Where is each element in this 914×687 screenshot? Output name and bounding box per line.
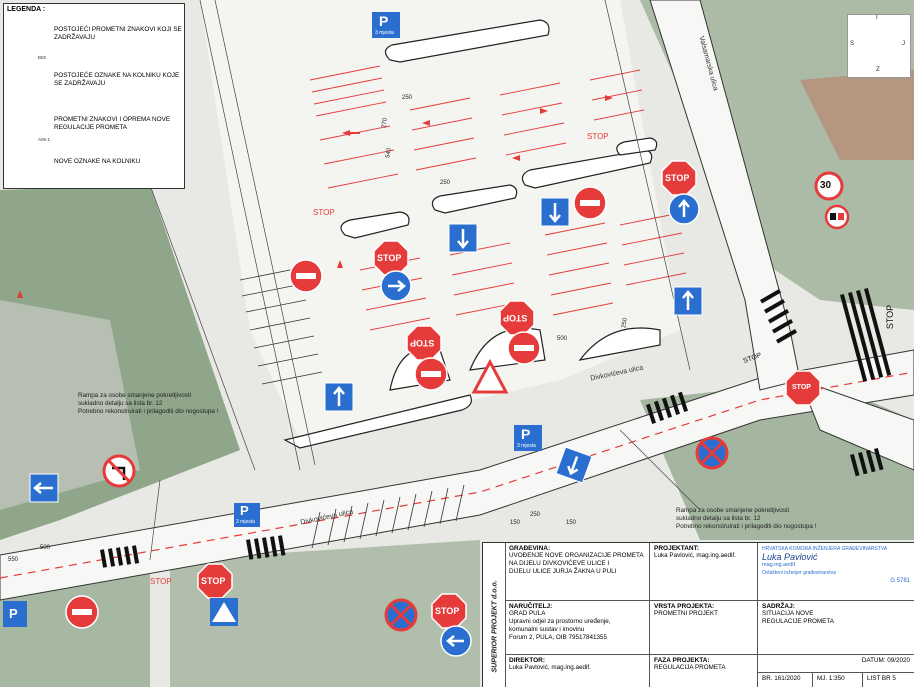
warning-sign (471, 358, 509, 394)
no-entry-sign-1 (289, 259, 323, 293)
parking-sign-3 (234, 503, 260, 527)
cell-br: BR. 161/2020 (758, 673, 813, 687)
dim-250-a: 250 (402, 95, 413, 101)
company-logo: SUPERIOR PROJEKT d.o.o. (483, 543, 506, 687)
cell-sadrzaj: SADRŽAJ: SITUACIJA NOVE REGULACIJE PROME… (758, 601, 914, 655)
parking-letter-4: P (9, 606, 18, 621)
no-entry-sign-3 (414, 357, 448, 391)
blue-direction-sign-2 (667, 192, 701, 226)
dim-550: 550 (8, 557, 19, 563)
ramp-note-left: Rampa za osobe smanjene pokretljivosti s… (78, 392, 219, 415)
cell-mj: MJ. 1:350 (813, 673, 863, 687)
dim-250-c: 250 (530, 512, 541, 518)
legend-code-3: A05-1 (38, 137, 51, 142)
no-entry-sign-5 (65, 595, 99, 629)
parking-islands (283, 19, 661, 449)
road-stop-marking-1: STOP (313, 208, 335, 217)
blue-direction-sign-1 (379, 269, 413, 303)
cell-stamp: HRVATSKA KOMORA INŽENJERA GRAĐEVINARSTVA… (758, 543, 914, 601)
road-divkoviceva (0, 349, 914, 601)
parking-sign-2 (514, 425, 542, 451)
legend-item-3: PROMETNI ZNAKOVI I OPREMA NOVE REGULACIJ… (54, 116, 171, 131)
cell-direktor: DIREKTOR: Luka Pavlović, mag.ing.aedif. (505, 655, 650, 687)
cell-gradevina: GRAĐEVINA: UVOĐENJE NOVE ORGANIZACIJE PR… (505, 543, 650, 601)
road-stop-marking-2: STOP (587, 132, 609, 141)
legend-item-2: POSTOJEĆE OZNAKE NA KOLNIKU KOJE SE ZADR… (54, 72, 180, 87)
dim-500: 500 (40, 545, 51, 551)
stop-text-2: STOP (410, 338, 435, 348)
parking-letter-3: P (240, 503, 249, 518)
ramp-note-right: Rampa za osobe smanjene pokretljivosti s… (676, 507, 817, 530)
compass-n: I (876, 15, 878, 21)
compass-s: S (850, 41, 855, 47)
blue-direction-sign-3 (439, 624, 473, 658)
no-stopping-sign-2 (384, 598, 418, 632)
legend-box: LEGENDA : POSTOJEĆI PROMETNI ZNAKOVI KOJ… (3, 3, 185, 189)
parking-places-2: 3 mjesta (517, 443, 536, 449)
legend-code-1: B02 (38, 55, 47, 60)
legend-item-4: NOVE OZNAKE NA KOLNIKU (54, 158, 141, 165)
parking-letter-2: P (521, 426, 531, 442)
stop-text-6: STOP (435, 606, 460, 616)
dim-500-b: 500 (557, 336, 568, 342)
title-block: SUPERIOR PROJEKT d.o.o. GRAĐEVINA: UVOĐE… (482, 542, 914, 687)
one-way-sign-5 (28, 472, 60, 504)
cell-faza: FAZA PROJEKTA: REGULACIJA PROMETA (650, 655, 758, 687)
one-way-sign-4 (672, 285, 704, 317)
parking-places-1: 3 mjesta (375, 30, 394, 36)
speed-limit-sign (814, 171, 844, 201)
centre-line (0, 371, 914, 579)
stop-text-3: STOP (503, 313, 528, 323)
building-roof (800, 70, 914, 160)
cell-projektant: PROJEKTANT: Luka Pavlović, mag.ing.aedif… (650, 543, 758, 601)
speed-limit-text: 30 (820, 180, 832, 191)
stop-text-5: STOP (201, 576, 226, 586)
no-overtaking-sign (824, 204, 850, 230)
one-way-sign-2 (539, 196, 571, 228)
road-stop-marking-3: STOP (150, 577, 172, 586)
zebra-crossings (100, 287, 892, 568)
dim-150: 150 (510, 520, 521, 526)
stop-text-4: STOP (665, 173, 690, 183)
stop-text-7: STOP (792, 384, 811, 391)
one-way-sign-6 (554, 445, 594, 485)
dim-250-b: 250 (440, 180, 451, 186)
street-parking-bays (239, 267, 465, 549)
one-way-sign-1 (447, 222, 479, 254)
pedestrian-sign (210, 598, 238, 626)
no-left-turn-sign (102, 454, 136, 488)
no-entry-sign-2 (573, 186, 607, 220)
road-stop-marking-5: STOP (885, 304, 896, 330)
compass-box: I S J Z (847, 14, 911, 78)
cell-narucitelj: NARUČITELJ: GRAD PULA Upravni odjel za p… (505, 601, 650, 655)
legend-title: LEGENDA : (7, 6, 46, 13)
legend-item-1: POSTOJEĆI PROMETNI ZNAKOVI KOJI SE ZADRŽ… (54, 26, 182, 41)
dim-150-b: 150 (566, 520, 577, 526)
no-entry-sign-4 (507, 331, 541, 365)
parking-lot (200, 0, 680, 440)
parking-sign-4 (3, 601, 27, 627)
parking-places-3: 3 mjesta (236, 519, 255, 525)
stop-text-1: STOP (377, 253, 402, 263)
cell-list: LIST BR 5 (863, 673, 914, 687)
parking-letter-1: P (379, 13, 389, 29)
cell-datum: DATUM: 09/2020 (758, 655, 914, 673)
no-stopping-sign-1 (695, 436, 729, 470)
compass-z: Z (876, 67, 880, 73)
compass-j: J (902, 41, 905, 47)
parking-sign-1 (372, 12, 400, 38)
one-way-sign-3 (323, 381, 355, 413)
cell-vrsta: VRSTA PROJEKTA: PROMETNI PROJEKT (650, 601, 758, 655)
